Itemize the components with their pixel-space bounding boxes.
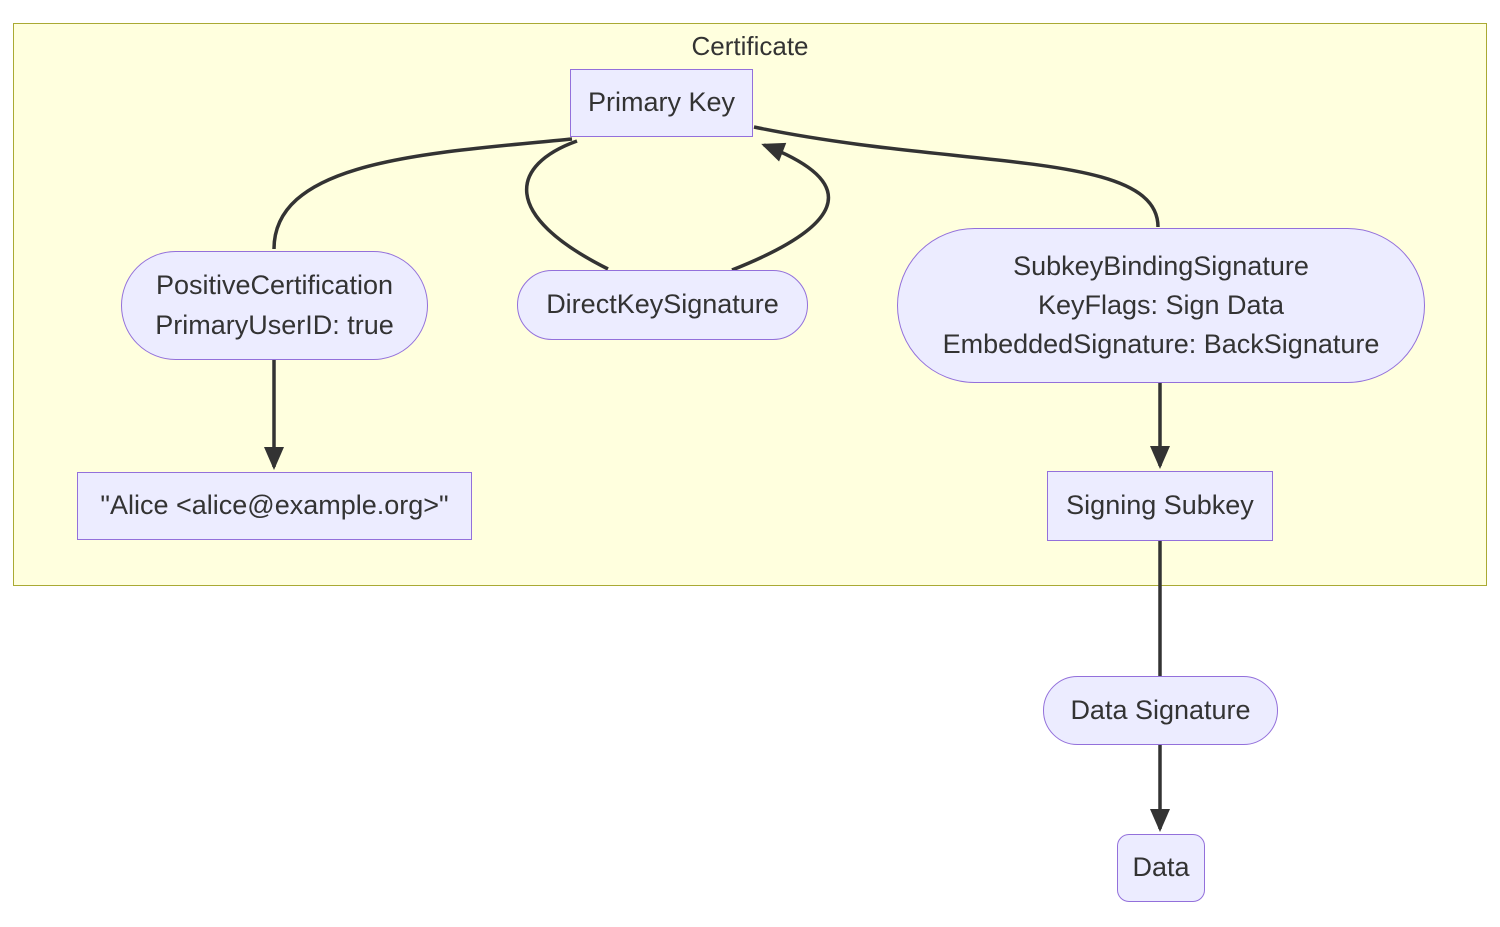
node-direct-key-signature-label: DirectKeySignature	[546, 289, 779, 320]
node-subkey-binding-signature-line-2: KeyFlags: Sign Data	[1037, 289, 1285, 320]
node-subkey-binding-signature-line-3: EmbeddedSignature: BackSignature	[942, 329, 1380, 360]
node-data: Data	[1117, 834, 1205, 902]
node-positive-certification-line-1: PositiveCertification	[155, 270, 394, 301]
node-direct-key-signature: DirectKeySignature	[517, 270, 808, 340]
node-user-id: "Alice <alice@example.org>"	[77, 472, 472, 540]
node-positive-certification-line-2: PrimaryUserID: true	[155, 309, 394, 340]
node-subkey-binding-signature-line-1: SubkeyBindingSignature	[1013, 250, 1309, 281]
certificate-cluster-label: Certificate	[691, 31, 809, 61]
node-data-label: Data	[1132, 852, 1190, 883]
node-subkey-binding-signature: SubkeyBindingSignature KeyFlags: Sign Da…	[897, 228, 1425, 383]
node-user-id-label: "Alice <alice@example.org>"	[100, 490, 449, 521]
node-data-signature: Data Signature	[1043, 676, 1278, 745]
node-data-signature-label: Data Signature	[1070, 694, 1251, 725]
node-primary-key: Primary Key	[570, 69, 753, 137]
node-positive-certification: PositiveCertification PrimaryUserID: tru…	[121, 251, 428, 360]
node-primary-key-label: Primary Key	[587, 87, 736, 118]
node-signing-subkey-label: Signing Subkey	[1066, 490, 1254, 521]
node-signing-subkey: Signing Subkey	[1047, 471, 1273, 541]
